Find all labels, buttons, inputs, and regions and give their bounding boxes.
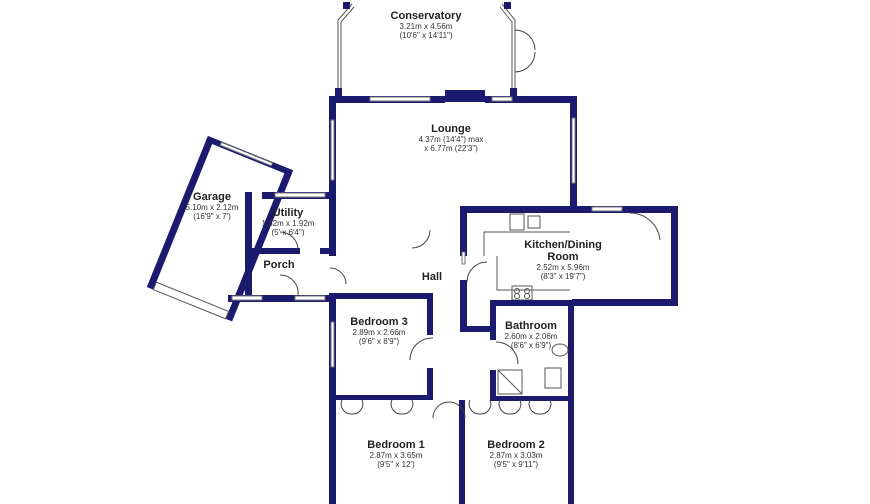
room-label-conservatory: Conservatory 3.21m x 4.56m (10'6" x 14'1…: [391, 10, 463, 40]
kitchen-name: Kitchen/Dining: [524, 239, 602, 251]
conservatory-dim2: (10'6" x 14'11"): [399, 31, 452, 40]
bedroom3-dim2: (9'6" x 8'9"): [359, 337, 400, 346]
garage-dim1: 5.10m x 2.12m: [186, 203, 239, 212]
conservatory-outline: [335, 2, 536, 96]
bedroom1-dim2: (9'5" x 12'): [377, 460, 415, 469]
kitchen-dim2: (8'3" x 19'7"): [541, 272, 586, 281]
kitchen-dim1: 2.52m x 5.96m: [537, 263, 590, 272]
room-label-utility: Utility 1.52m x 1.92m (5' x 6'4"): [262, 207, 315, 237]
room-label-bathroom: Bathroom 2.60m x 2.06m (8'6" x 6'9"): [505, 320, 558, 350]
room-label-bedroom3: Bedroom 3 2.89m x 2.66m (9'6" x 8'9"): [350, 316, 407, 346]
utility-porch-walls: [228, 192, 347, 302]
conservatory-dim1: 3.21m x 4.56m: [400, 22, 453, 31]
bathroom-name: Bathroom: [505, 320, 557, 332]
garage-walls: [146, 135, 294, 322]
room-label-bedroom2: Bedroom 2 2.87m x 3.03m (9'5" x 9'11"): [487, 439, 544, 469]
room-label-kitchen: Kitchen/Dining Room 2.52m x 5.96m (8'3" …: [524, 239, 602, 281]
room-label-garage: Garage 5.10m x 2.12m (16'9" x 7'): [186, 191, 239, 221]
utility-name: Utility: [273, 207, 304, 219]
lounge-walls: [329, 90, 577, 256]
utility-dim1: 1.52m x 1.92m: [262, 219, 315, 228]
bathroom-dim1: 2.60m x 2.06m: [505, 332, 558, 341]
lounge-dim2: x 6.77m (22'3"): [424, 144, 478, 153]
bedroom2-dim1: 2.87m x 3.03m: [490, 451, 543, 460]
conservatory-name: Conservatory: [391, 10, 463, 22]
bathroom-dim2: (8'6" x 6'9"): [511, 341, 552, 350]
utility-dim2: (5' x 6'4"): [271, 228, 304, 237]
lounge-dim1: 4.37m (14'4") max: [419, 135, 484, 144]
lounge-name: Lounge: [431, 123, 471, 135]
kitchen-name-line2: Room: [547, 251, 578, 263]
garage-name: Garage: [193, 191, 231, 203]
bedroom2-dim2: (9'5" x 9'11"): [494, 460, 538, 469]
kitchen-walls: [411, 206, 678, 332]
garage-dim2: (16'9" x 7'): [193, 212, 231, 221]
bedroom1-2-walls: [340, 399, 574, 504]
bedroom3-dim1: 2.89m x 2.66m: [353, 328, 406, 337]
porch-name: Porch: [263, 259, 294, 271]
hall-name: Hall: [422, 271, 442, 283]
bedroom1-dim1: 2.87m x 3.65m: [370, 451, 423, 460]
bedroom3-walls: [329, 293, 434, 504]
room-label-bedroom1: Bedroom 1 2.87m x 3.65m (9'5" x 12'): [367, 439, 424, 469]
room-label-lounge: Lounge 4.37m (14'4") max x 6.77m (22'3"): [419, 123, 484, 153]
bedroom1-name: Bedroom 1: [367, 439, 424, 451]
bedroom3-name: Bedroom 3: [350, 316, 407, 328]
bathroom-walls: [490, 300, 574, 401]
bedroom2-name: Bedroom 2: [487, 439, 544, 451]
